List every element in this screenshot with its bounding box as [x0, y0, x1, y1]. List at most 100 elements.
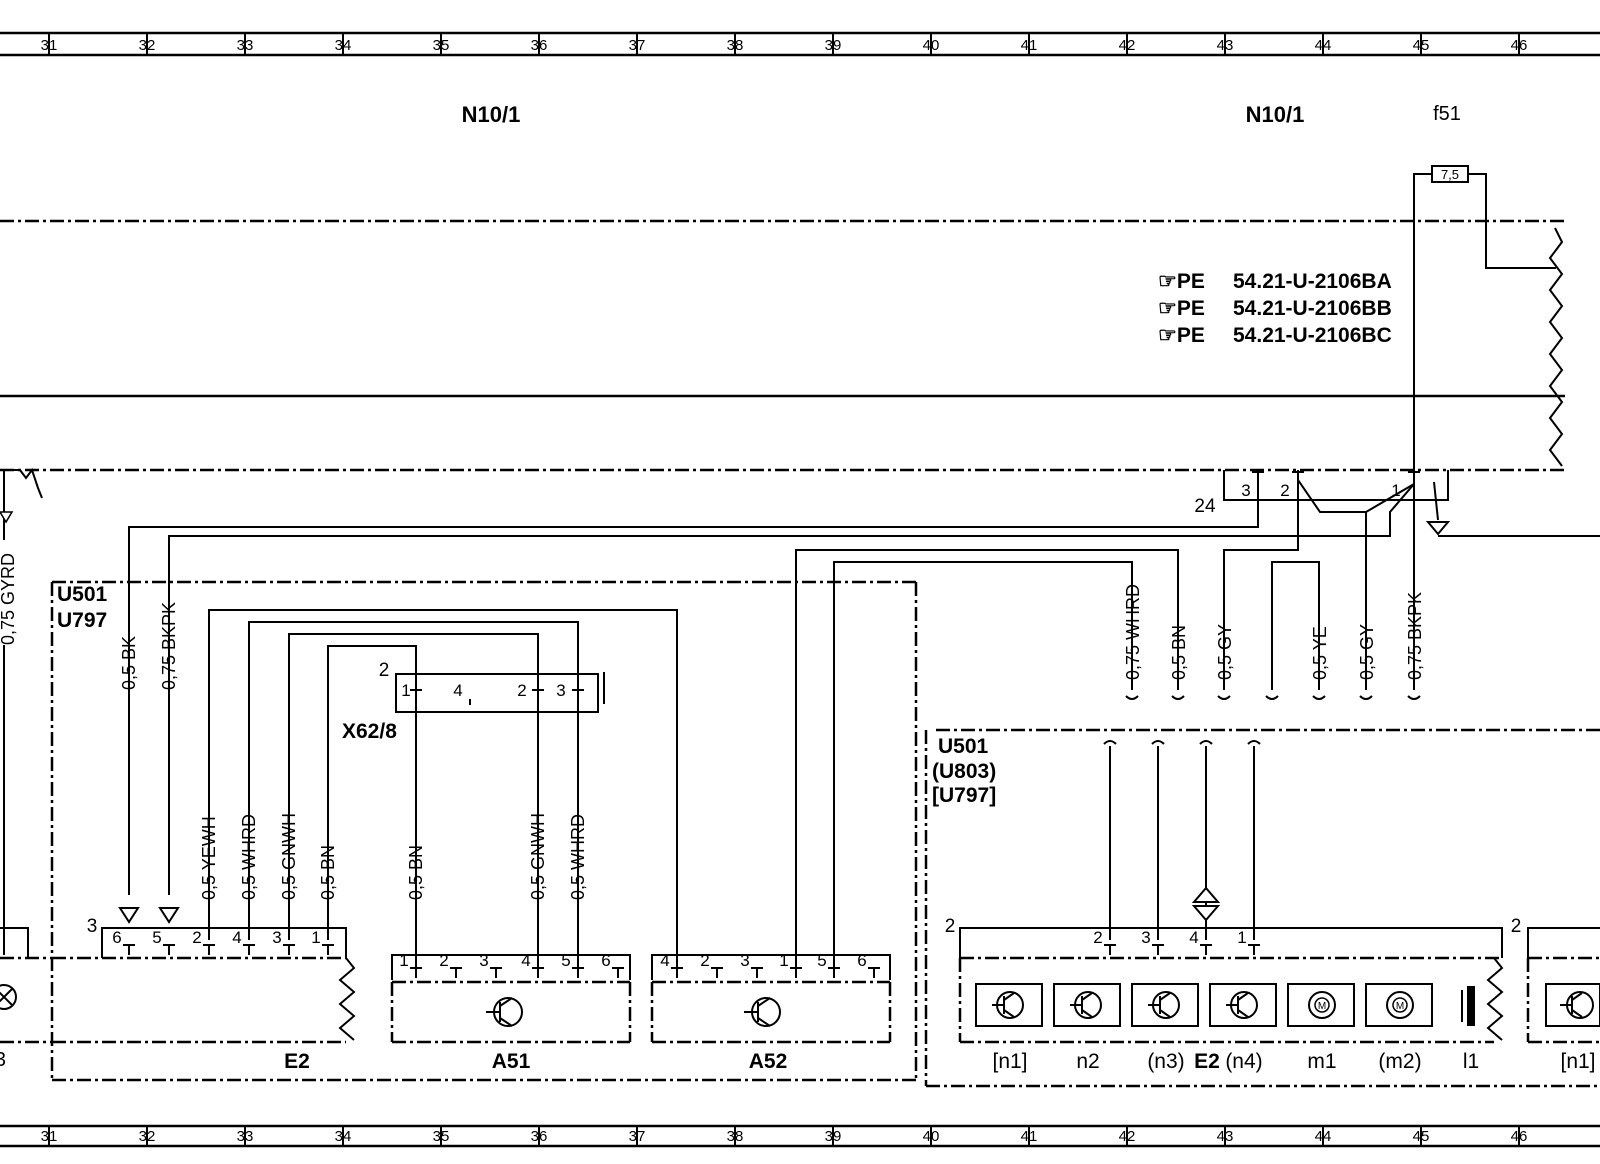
pin-stub [490, 967, 502, 978]
component-label: [n1] [1560, 1050, 1595, 1073]
pin-stub [790, 967, 802, 978]
ruler-label: 35 [433, 1128, 450, 1145]
ruler-label: 44 [1315, 37, 1332, 54]
pin-label: 3 [479, 951, 488, 970]
ref-prefix: ☞PE [1158, 270, 1205, 293]
pin-label: 4 [660, 951, 669, 970]
ruler-label: 44 [1315, 1128, 1332, 1145]
coil-icon [1461, 986, 1475, 1026]
ruler-label: 42 [1119, 1128, 1136, 1145]
pin-label: 6 [857, 951, 866, 970]
connector-no: 2 [1511, 916, 1522, 937]
pin-label: 1 [1237, 928, 1246, 947]
pin-label: 1 [311, 928, 320, 947]
ref-code: 54.21-U-2106BC [1233, 324, 1392, 347]
wire-label: 0,5 BN [1169, 625, 1189, 680]
wire-label: 0,75 BKPK [1405, 592, 1425, 680]
ruler-label: 36 [531, 37, 548, 54]
ruler-label: 41 [1021, 1128, 1038, 1145]
transistor-icon [1545, 983, 1600, 1027]
fuse-name: f51 [1433, 103, 1461, 125]
pin-label: 3 [740, 951, 749, 970]
pin-label: 2 [439, 951, 448, 970]
transistor-icon [486, 997, 523, 1027]
pin-label: 1 [1391, 481, 1400, 500]
pin-label: 2 [1093, 928, 1102, 947]
component-label: A52 [749, 1050, 788, 1073]
pin-label: 3 [272, 928, 281, 947]
transistor-icon [744, 997, 781, 1027]
pin-label: 2 [700, 951, 709, 970]
ruler-label: 34 [335, 1128, 352, 1145]
pin-stub [572, 967, 584, 978]
component-label: n2 [1076, 1050, 1099, 1073]
pin-label: 3 [1241, 481, 1250, 500]
wire-label: 0,5 YE [1310, 626, 1330, 680]
ruler-label: 40 [923, 1128, 940, 1145]
wire-label: 0,5 BN [406, 845, 426, 900]
connector-no: 2 [945, 916, 956, 937]
pin-label: 5 [152, 928, 161, 947]
transistor-icon [1131, 983, 1199, 1027]
ruler-label: 35 [433, 37, 450, 54]
fuse-f51: 7,5 [1413, 165, 1487, 220]
ruler-label: 32 [139, 37, 156, 54]
pin-stub [868, 967, 880, 978]
pin-label: 3 [556, 681, 565, 700]
cut-end [1359, 695, 1373, 700]
pin-label: 3 [1141, 928, 1150, 947]
wire-label: 0,75 BKPK [159, 602, 179, 690]
motor-icon: M [1287, 983, 1355, 1027]
wire-label: 0,5 GY [1215, 624, 1235, 680]
pin-stub [828, 967, 840, 978]
x62-connector: 2 1 4 2 3 X62/8 [342, 660, 605, 743]
module-code: U797 [57, 609, 107, 632]
pin-stub [1248, 944, 1260, 955]
wire-label: 0,75 WHRD [1123, 584, 1143, 680]
left-module: U501 U797 [50, 580, 918, 1082]
svg-text:M: M [1396, 1001, 1404, 1012]
ref-code: 54.21-U-2106BA [1233, 270, 1392, 293]
wire-label: 0,5 WHRD [568, 814, 588, 900]
ref-prefix: ☞PE [1158, 324, 1205, 347]
module-code: U501 [938, 735, 989, 758]
transistor-icon [1209, 983, 1277, 1027]
component-label: [n1] [992, 1050, 1027, 1073]
wire-label: 0,5 GY [1357, 624, 1377, 680]
component-label: A51 [492, 1050, 531, 1073]
ruler-label: 37 [629, 37, 646, 54]
ruler-label: 42 [1119, 37, 1136, 54]
ref-prefix: ☞PE [1158, 297, 1205, 320]
cut-end [1265, 695, 1279, 700]
pin-stub [532, 967, 544, 978]
pin-label: 1 [401, 681, 410, 700]
ruler-label: 45 [1413, 37, 1430, 54]
upper-wires [128, 220, 1415, 968]
ruler-label: 41 [1021, 37, 1038, 54]
module-code: (U803) [932, 760, 996, 783]
pin-stub [711, 967, 723, 978]
ruler-label: 31 [41, 1128, 58, 1145]
pin-label: 2 [1280, 481, 1289, 500]
cut-end [1312, 695, 1326, 700]
pin-label: 4 [1189, 928, 1198, 947]
ruler-label: 37 [629, 1128, 646, 1145]
cut-end [1407, 695, 1421, 700]
component-label: (n3) [1147, 1050, 1184, 1073]
pin-label: 1 [399, 951, 408, 970]
cut-end [1171, 695, 1185, 700]
ruler-label: 33 [237, 1128, 254, 1145]
n10-left-title: N10/1 [462, 102, 521, 127]
pin-stub [283, 944, 295, 955]
pin-stub [450, 967, 462, 978]
pin-label: 6 [112, 928, 121, 947]
n10-module [0, 219, 1565, 499]
bottom-ruler: 3132333435363738394041424344454647 [0, 1124, 1600, 1148]
transistor-icon [1053, 983, 1121, 1027]
pin-stub [612, 967, 624, 978]
ruler-label: 32 [139, 1128, 156, 1145]
cut-end [1217, 695, 1231, 700]
